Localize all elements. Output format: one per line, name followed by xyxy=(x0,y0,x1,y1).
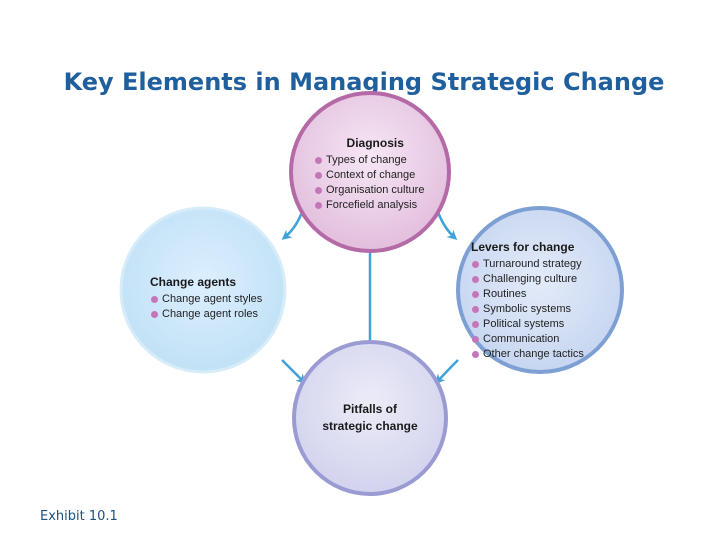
levers-item: Symbolic systems xyxy=(471,302,584,317)
bullet-icon xyxy=(315,187,322,194)
levers-item-label: Routines xyxy=(483,288,527,300)
levers-item: Political systems xyxy=(471,317,584,332)
arrow-levers-to-pitfalls xyxy=(434,359,459,385)
bullet-icon xyxy=(472,351,479,358)
change-agents-circle xyxy=(119,206,287,374)
bullet-icon xyxy=(472,276,479,283)
diagnosis-item: Context of change xyxy=(314,168,424,183)
diagnosis-circle xyxy=(289,91,451,253)
pitfalls-circle xyxy=(292,340,448,496)
change-agents-item: Change agent roles xyxy=(150,307,262,322)
levers-item: Challenging culture xyxy=(471,272,584,287)
levers-node: Levers for change Turnaround strategy Ch… xyxy=(471,240,584,362)
bullet-icon xyxy=(151,296,158,303)
diagnosis-item: Organisation culture xyxy=(314,183,424,198)
diagnosis-item-label: Context of change xyxy=(326,169,416,181)
bullet-icon xyxy=(472,321,479,328)
diagnosis-list: Types of change Context of change Organi… xyxy=(314,153,424,213)
levers-item: Routines xyxy=(471,287,584,302)
levers-item-label: Turnaround strategy xyxy=(483,258,582,270)
arrow-diagnosis-to-levers xyxy=(436,211,458,241)
diagnosis-node: Diagnosis Types of change Context of cha… xyxy=(314,136,424,213)
levers-item: Communication xyxy=(471,332,584,347)
change-agents-node: Change agents Change agent styles Change… xyxy=(150,275,262,322)
levers-item-label: Symbolic systems xyxy=(483,303,572,315)
levers-heading: Levers for change xyxy=(471,240,575,254)
diagnosis-item-label: Organisation culture xyxy=(326,184,425,196)
levers-item-label: Other change tactics xyxy=(483,348,584,360)
change-agents-list: Change agent styles Change agent roles xyxy=(150,292,262,322)
change-agents-heading: Change agents xyxy=(150,275,237,289)
levers-item-label: Challenging culture xyxy=(483,273,578,285)
levers-item-label: Communication xyxy=(483,333,560,345)
levers-item-label: Political systems xyxy=(483,318,565,330)
bullet-icon xyxy=(472,261,479,268)
arrow-diagnosis-to-change-agents xyxy=(281,211,304,240)
diagnosis-item: Forcefield analysis xyxy=(314,198,424,213)
bullet-icon xyxy=(472,336,479,343)
bullet-icon xyxy=(472,291,479,298)
diagnosis-item-label: Types of change xyxy=(326,154,407,166)
change-agents-item-label: Change agent roles xyxy=(162,308,259,320)
bullet-icon xyxy=(315,157,322,164)
exhibit-label: Exhibit 10.1 xyxy=(40,509,118,524)
pitfalls-heading-line2: strategic change xyxy=(322,419,418,433)
arrow-change-agents-to-pitfalls xyxy=(281,359,307,385)
bullet-icon xyxy=(151,311,158,318)
change-agents-item-label: Change agent styles xyxy=(162,293,263,305)
bullet-icon xyxy=(472,306,479,313)
change-agents-item: Change agent styles xyxy=(150,292,262,307)
bullet-icon xyxy=(315,172,322,179)
diagnosis-item: Types of change xyxy=(314,153,424,168)
bullet-icon xyxy=(315,202,322,209)
diagnosis-item-label: Forcefield analysis xyxy=(326,199,418,211)
levers-list: Turnaround strategy Challenging culture … xyxy=(471,257,584,362)
pitfalls-heading-line1: Pitfalls of xyxy=(342,402,397,416)
levers-item: Other change tactics xyxy=(471,347,584,362)
pitfalls-node: Pitfalls of strategic change xyxy=(300,402,440,436)
levers-circle xyxy=(456,206,624,374)
levers-item: Turnaround strategy xyxy=(471,257,584,272)
diagnosis-heading: Diagnosis xyxy=(346,136,404,150)
